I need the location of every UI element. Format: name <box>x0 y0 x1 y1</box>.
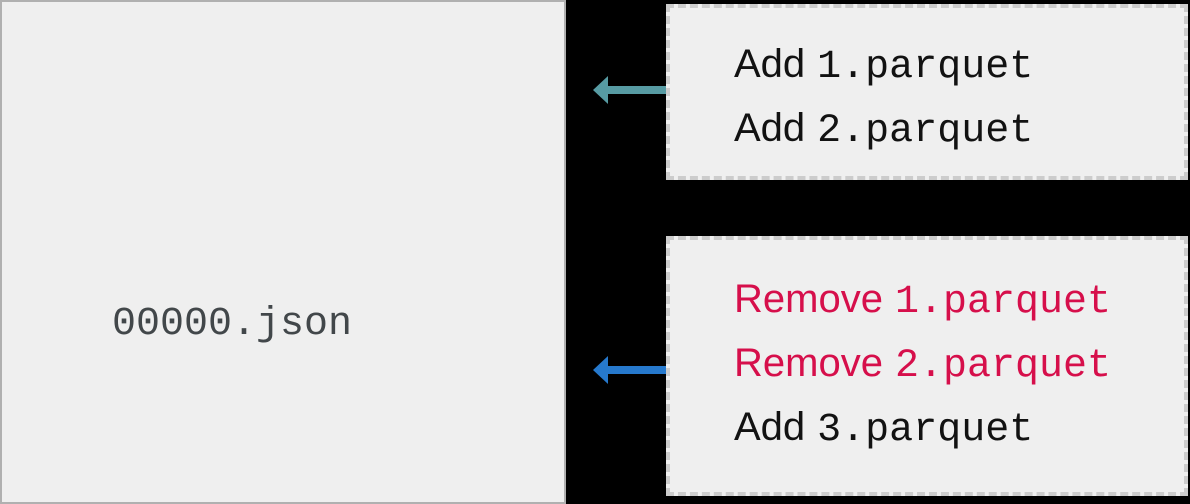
commit1-left-arrow-icon <box>593 76 668 104</box>
action-verb: Add <box>734 42 806 86</box>
log-file-entry: 00000.json <box>112 302 353 347</box>
action-file: 1.parquet <box>894 280 1111 325</box>
transaction-log-box: 00000.json 00001.json ... <box>0 0 566 504</box>
action-file: 3.parquet <box>817 408 1034 453</box>
action-verb: Remove <box>734 341 883 385</box>
action-verb: Add <box>734 405 806 449</box>
action-verb: Remove <box>734 277 883 321</box>
log-file-list: 00000.json 00001.json ... <box>112 142 352 504</box>
action-verb: Add <box>734 106 806 150</box>
action-file: 2.parquet <box>894 344 1111 389</box>
action-file: 1.parquet <box>817 45 1034 90</box>
action-file: 2.parquet <box>817 109 1034 154</box>
commit2-left-arrow-icon <box>593 356 668 384</box>
